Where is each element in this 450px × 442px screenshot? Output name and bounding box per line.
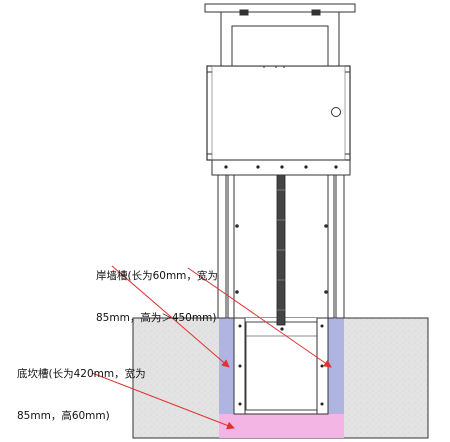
wall-slot-arrows: [111, 265, 332, 368]
lifting-screw-shaft: [276, 174, 286, 326]
top-frame: [204, 3, 356, 67]
frame-post-left: [217, 159, 239, 319]
wall-slot-right: [325, 318, 344, 414]
wall-slot-arrow-right: [187, 267, 332, 368]
cross-beam: [211, 159, 351, 176]
bottom-sill-slot: [219, 414, 344, 438]
wall-slot-annotation-line2: 85mm，高为＞450mm): [96, 312, 217, 324]
guide-rail-right: [316, 317, 329, 415]
frame-post-right: [324, 159, 345, 319]
guide-rail-left: [233, 317, 246, 415]
gate-leaf: [245, 321, 319, 411]
wall-slot-annotation-line1: 岸墙槽(长为60mm，宽为: [96, 270, 218, 282]
wall-slot-arrow-left: [111, 265, 230, 368]
wall-slot-annotation: 岸墙槽(长为60mm，宽为 85mm，高为＞450mm): [96, 241, 218, 339]
bottom-slot-annotation-line2: 85mm，高60mm): [17, 410, 110, 422]
bottom-slot-arrow-left: [91, 372, 235, 430]
control-box: [206, 62, 351, 161]
bottom-slot-arrows: [91, 372, 235, 430]
bottom-slot-annotation: 底坎槽(长为420mm，宽为 85mm，高60mm): [17, 339, 146, 437]
bottom-slot-annotation-line1: 底坎槽(长为420mm，宽为: [17, 368, 146, 380]
